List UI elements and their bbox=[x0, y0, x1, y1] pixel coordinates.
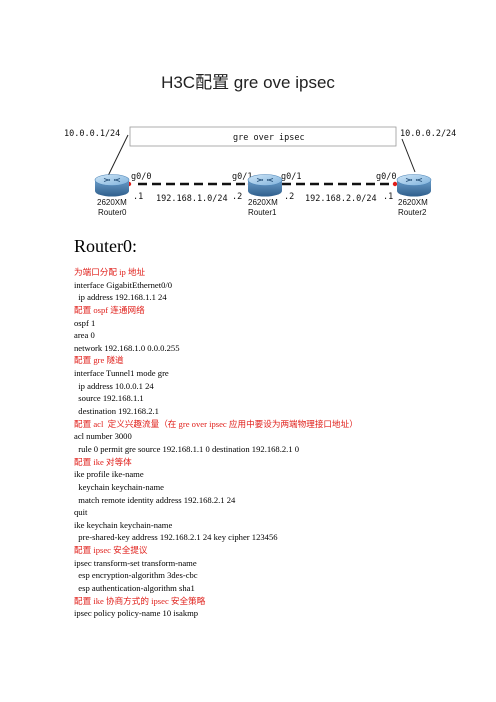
config-command-line: ip address 192.168.1.1 24 bbox=[74, 292, 167, 303]
config-command-line: ipsec policy policy-name 10 isakmp bbox=[74, 608, 199, 619]
config-comment-line: 配置 ike 对等体 bbox=[74, 456, 132, 467]
left-net-label: 10.0.0.1/24 bbox=[64, 129, 120, 139]
config-comment-line: 配置 acl 定义兴趣流量（在 gre over ipsec 应用中要设为两端物… bbox=[74, 418, 358, 429]
port-dot bbox=[392, 181, 398, 187]
config-command-line: interface Tunnel1 mode gre bbox=[74, 368, 169, 379]
link1-net-label: 192.168.1.0/24 bbox=[156, 194, 228, 204]
router-name: Router2 bbox=[398, 208, 427, 217]
port-label: g0/1 bbox=[232, 172, 252, 182]
addr-label: .2 bbox=[232, 192, 242, 202]
right-net-label: 10.0.0.2/24 bbox=[400, 129, 456, 139]
tunnel-label: gre over ipsec bbox=[233, 133, 305, 143]
config-command-line: ipsec transform-set transform-name bbox=[74, 557, 197, 568]
right-net-connector bbox=[401, 138, 416, 173]
config-command-line: network 192.168.1.0 0.0.0.255 bbox=[74, 342, 180, 353]
config-comment-line: 为端口分配 ip 地址 bbox=[74, 267, 146, 277]
config-comment-line: 配置 ike 协商方式的 ipsec 安全策略 bbox=[74, 595, 206, 606]
config-command-line: quit bbox=[74, 507, 88, 518]
section-heading: Router0: bbox=[74, 236, 137, 256]
router1: 2620XM Router1 bbox=[247, 174, 283, 217]
config-command-line: acl number 3000 bbox=[74, 431, 132, 442]
port-label: g0/0 bbox=[131, 172, 151, 182]
port-label: g0/1 bbox=[281, 172, 301, 182]
config-command-line: interface GigabitEthernet0/0 bbox=[74, 279, 173, 290]
config-comment-line: 配置 ospf 连通网络 bbox=[74, 304, 145, 315]
addr-label: .2 bbox=[284, 192, 294, 202]
network-topology-diagram: gre over ipsec 10.0.0.1/24 10.0.0.2/24 g… bbox=[64, 126, 456, 217]
config-command-line: destination 192.168.2.1 bbox=[74, 406, 159, 417]
config-command-line: rule 0 permit gre source 192.168.1.1 0 d… bbox=[74, 443, 300, 454]
router-name: Router0 bbox=[98, 208, 127, 217]
router-icon bbox=[94, 174, 130, 197]
config-command-line: ike profile ike-name bbox=[74, 469, 144, 480]
router-model: 2620XM bbox=[248, 198, 278, 207]
link2-net-label: 192.168.2.0/24 bbox=[305, 194, 377, 204]
tunnel-label-box: gre over ipsec bbox=[129, 126, 397, 147]
router0: 2620XM Router0 bbox=[94, 174, 130, 217]
router-icon bbox=[396, 174, 432, 197]
page-title: H3C配置 gre ove ipsec bbox=[161, 73, 335, 92]
config-command-line: source 192.168.1.1 bbox=[74, 393, 144, 404]
config-command-line: area 0 bbox=[74, 330, 95, 341]
port-label: g0/0 bbox=[376, 172, 396, 182]
addr-label: .1 bbox=[133, 192, 143, 202]
config-command-line: ike keychain keychain-name bbox=[74, 519, 173, 530]
config-comment-line: 配置 ipsec 安全提议 bbox=[74, 545, 148, 556]
config-command-line: ip address 10.0.0.1 24 bbox=[74, 380, 154, 391]
router-icon bbox=[247, 174, 283, 197]
config-command-line: keychain keychain-name bbox=[74, 481, 164, 492]
router-model: 2620XM bbox=[97, 198, 127, 207]
config-command-line: esp encryption-algorithm 3des-cbc bbox=[74, 570, 198, 581]
config-command-line: match remote identity address 192.168.2.… bbox=[74, 494, 236, 505]
left-net-connector bbox=[107, 134, 129, 177]
addr-label: .1 bbox=[383, 192, 393, 202]
router2: 2620XM Router2 bbox=[396, 174, 432, 217]
config-command-line: pre-shared-key address 192.168.2.1 24 ke… bbox=[74, 532, 278, 543]
config-command-line: ospf 1 bbox=[74, 317, 96, 328]
config-command-line: esp authentication-algorithm sha1 bbox=[74, 583, 195, 594]
config-comment-line: 配置 gre 隧道 bbox=[74, 355, 124, 366]
router-name: Router1 bbox=[248, 208, 277, 217]
router-model: 2620XM bbox=[398, 198, 428, 207]
